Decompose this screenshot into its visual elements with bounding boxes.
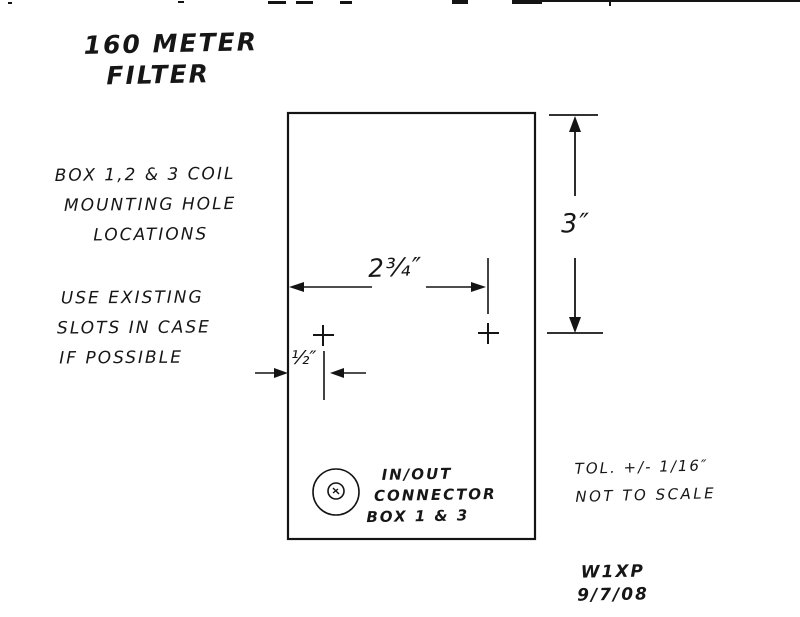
connector-label: IN/OUT CONNECTOR BOX 1 & 3 [365, 463, 497, 528]
slots-note-line-1: USE EXISTING [60, 287, 204, 309]
dimension-label-edge-offset: ½″ [291, 347, 317, 369]
coil-note-line-1: BOX 1,2 & 3 COIL [54, 164, 236, 186]
signature-callsign: W1XP [580, 561, 646, 583]
slots-note-line-3: IF POSSIBLE [59, 347, 183, 369]
dimension-label-height: 3″ [560, 208, 592, 240]
dimension-label-hole-span: 2¾″ [367, 252, 424, 283]
title-line-1: 160 METER [83, 27, 259, 60]
not-to-scale-note: NOT TO SCALE [575, 484, 717, 506]
scan-artifacts [8, 0, 800, 6]
drawing-title: 160 METER FILTER [83, 26, 258, 92]
signature-date: 9/7/08 [577, 584, 650, 606]
mounting-hole-cross-right [478, 323, 499, 344]
connector-symbol [312, 468, 360, 516]
dimension-top-to-holes [547, 114, 603, 334]
tolerance-value: TOL. +/- 1/16″ [574, 456, 709, 478]
filter-box-outline [286, 111, 537, 541]
connector-label-line-2: CONNECTOR [373, 484, 497, 505]
connector-label-line-3: BOX 1 & 3 [366, 506, 470, 527]
coil-note-line-2: MOUNTING HOLE [63, 194, 237, 216]
signature-block: W1XP 9/7/08 [577, 560, 650, 607]
tolerance-note: TOL. +/- 1/16″ NOT TO SCALE [574, 451, 716, 511]
coil-note-line-3: LOCATIONS [93, 224, 209, 246]
connector-label-line-1: IN/OUT [381, 464, 453, 484]
title-line-2: FILTER [106, 59, 211, 91]
dimension-hole-span [289, 258, 489, 314]
dimension-edge-to-hole [255, 351, 366, 400]
coil-mounting-note: BOX 1,2 & 3 COIL MOUNTING HOLE LOCATIONS [55, 159, 237, 251]
existing-slots-note: USE EXISTING SLOTS IN CASE IF POSSIBLE [57, 282, 211, 373]
mounting-hole-cross-left [313, 325, 334, 346]
slots-note-line-2: SLOTS IN CASE [56, 317, 211, 339]
